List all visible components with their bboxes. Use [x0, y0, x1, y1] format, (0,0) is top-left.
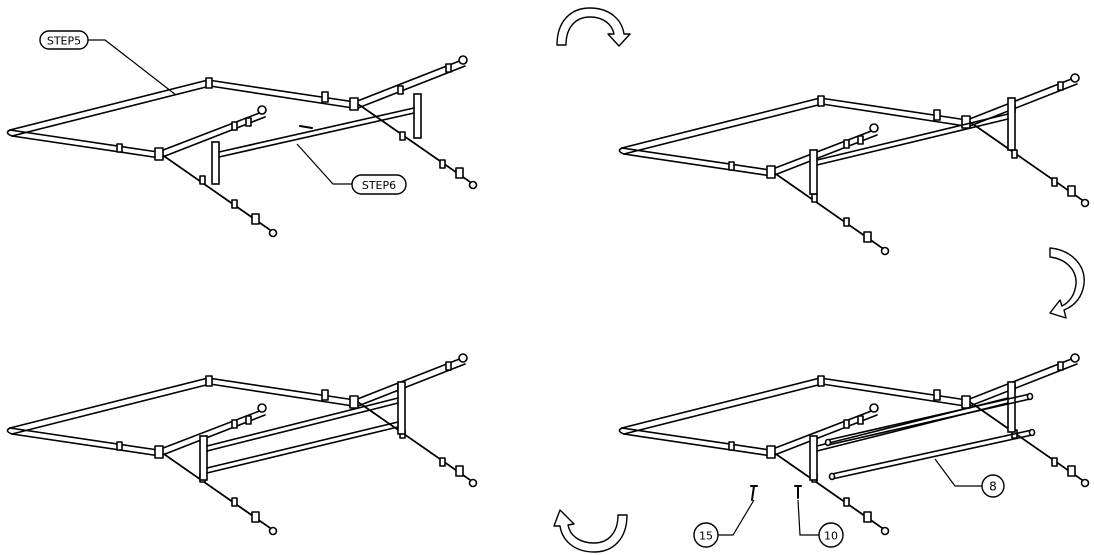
step6-callout: STEP6: [296, 143, 407, 195]
panel-crossbar-installed: [618, 73, 1090, 256]
rotate-arrow-top: [556, 7, 631, 47]
part-8-callout: 8: [934, 458, 1005, 498]
part-10-label: 10: [824, 530, 838, 543]
part-10-callout: 10: [797, 499, 844, 548]
panel-parts-8-10-15: 8 15 10: [618, 353, 1090, 548]
part-8-label: 8: [989, 480, 997, 494]
step5-callout: STEP5: [39, 30, 177, 96]
part-15-callout: 15: [693, 499, 755, 548]
step6-label: STEP6: [362, 179, 396, 192]
step5-label: STEP5: [47, 35, 81, 48]
panel-rear-crossbars: [6, 353, 478, 536]
rotate-arrow-right: [1049, 247, 1085, 319]
rotate-arrow-bottom: [553, 509, 628, 553]
part-15-label: 15: [699, 530, 713, 543]
panel-step5-step6: STEP5 STEP6: [6, 30, 478, 238]
